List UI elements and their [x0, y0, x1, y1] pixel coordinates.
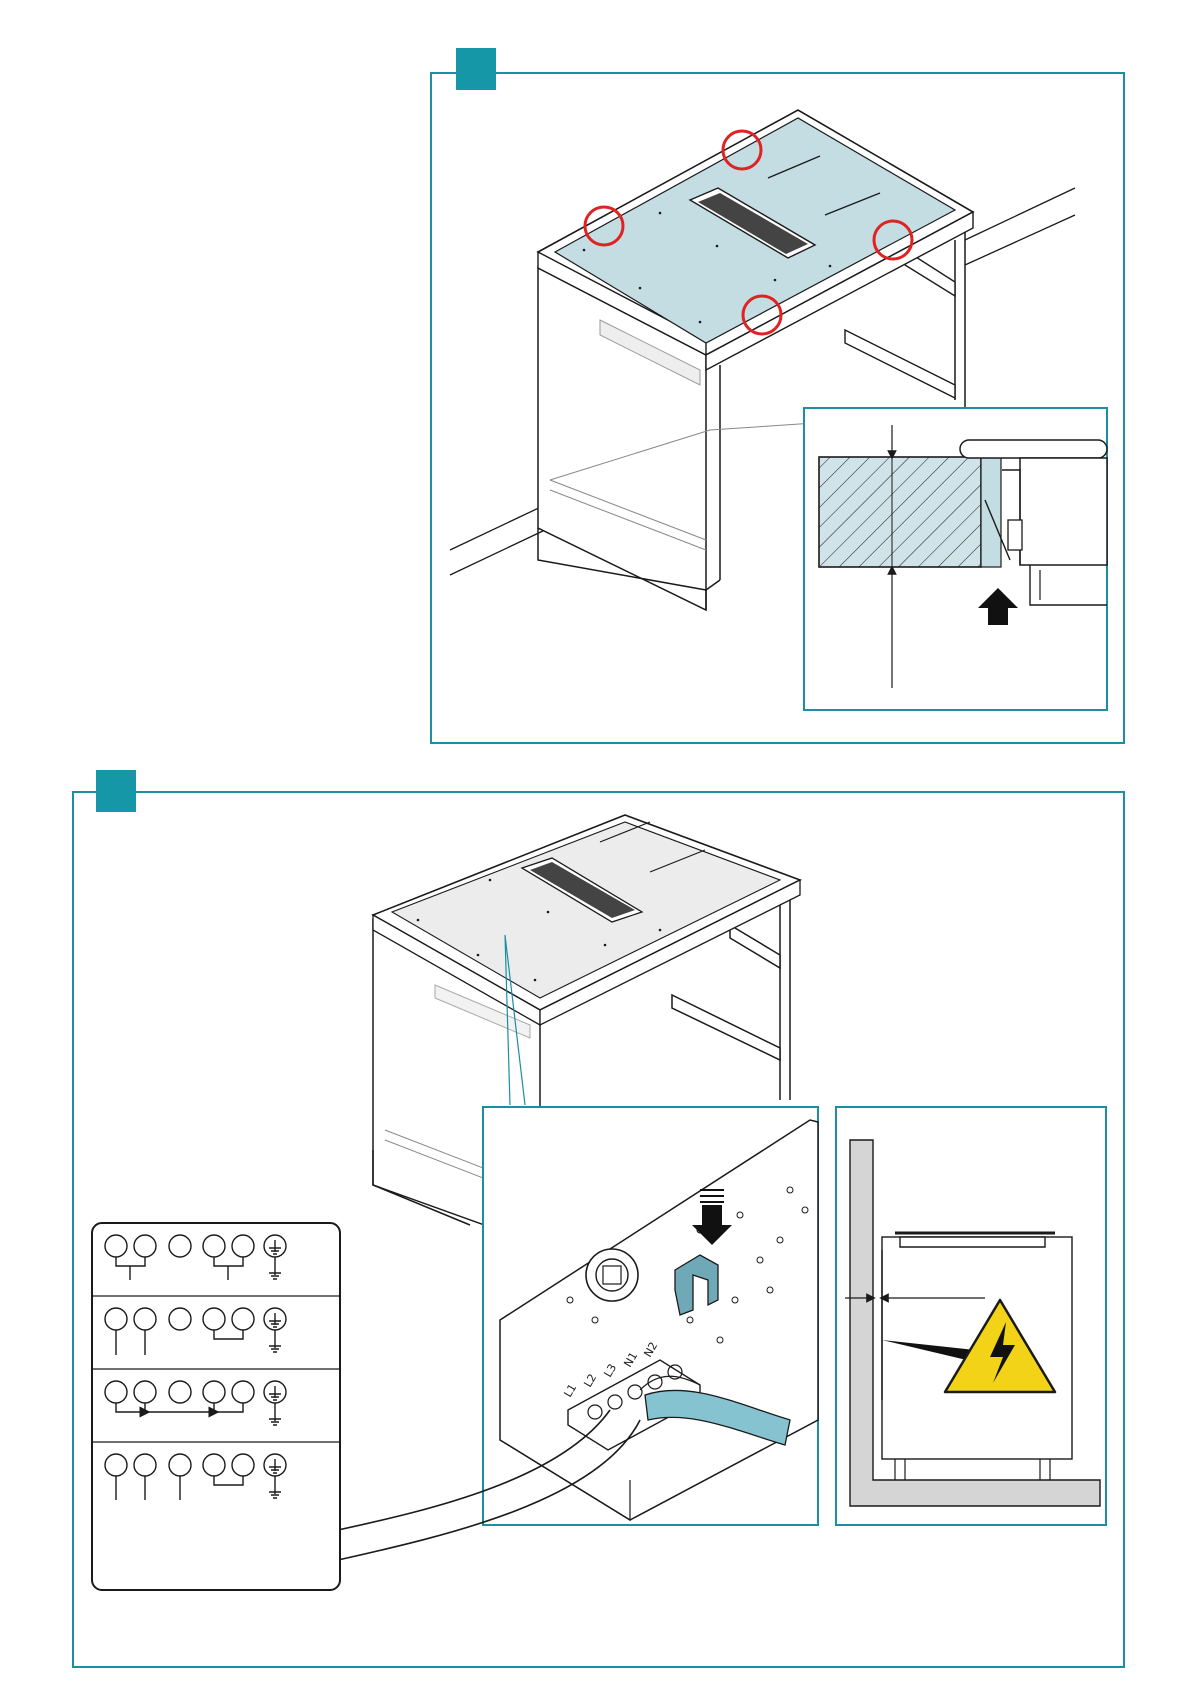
step-1-badge	[456, 48, 496, 90]
worktop-section	[819, 457, 981, 567]
terminal-detail-inset: L1 L2 L3 N1 N2	[483, 1107, 818, 1525]
step-1-detail-inset	[804, 408, 1107, 710]
step-2-badge	[96, 770, 136, 812]
clearance-detail-inset	[836, 1107, 1106, 1525]
step-2-panel: L1 L2 L3 N1 N2	[73, 770, 1124, 1667]
step-1-panel	[431, 48, 1124, 743]
